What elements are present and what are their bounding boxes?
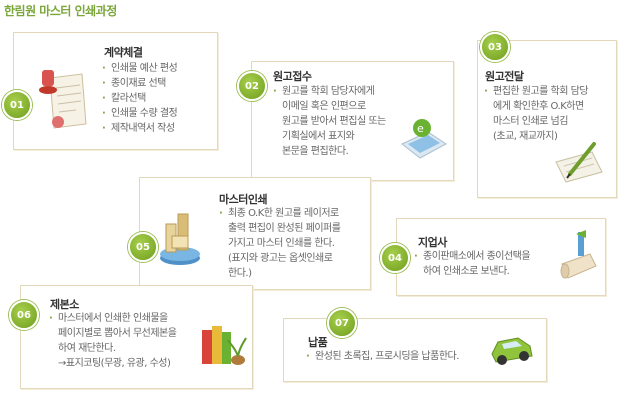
- step-badge-01: 01: [2, 90, 32, 120]
- svg-text:e: e: [417, 122, 424, 135]
- list-item: 하여 인쇄소로 보낸다.: [423, 266, 510, 277]
- list-item: 에게 확인한후 O.K하면: [493, 101, 584, 112]
- step-badge-05: 05: [128, 232, 158, 262]
- list-item: 마스터 인쇄로 넘김: [493, 116, 568, 127]
- list-item: 인쇄물 수량 결정: [102, 106, 178, 121]
- list-item: 이메일 혹은 인편으로: [282, 101, 366, 112]
- step-items-02: 원고를 학회 담당자에게 이메일 혹은 인편으로 원고를 받아서 편집실 또는 …: [273, 84, 386, 159]
- list-item: 인쇄물 예산 편성: [102, 61, 178, 76]
- list-item: (초교, 재교까지): [493, 131, 558, 142]
- email-document-icon: e: [401, 119, 447, 159]
- step-title-03: 원고전달: [485, 70, 524, 83]
- list-item: 한다.): [228, 268, 252, 279]
- pen-document-icon: [555, 142, 603, 183]
- step-items-04: 종이판매소에서 종이선택을 하여 인쇄소로 보낸다.: [414, 249, 531, 279]
- step-title-02: 원고접수: [273, 70, 312, 83]
- step-badge-07: 07: [327, 308, 357, 338]
- step-items-05: 최종 O.K한 원고를 레이저로 출력 편집이 완성된 페이퍼를 가지고 마스터…: [219, 206, 341, 281]
- step-items-01: 인쇄물 예산 편성 종이재료 선택 칼라선택 인쇄물 수량 결정 제작내역서 작…: [102, 61, 178, 136]
- list-item: 마스터에서 인쇄한 인쇄물을: [49, 311, 176, 326]
- list-item: 종이판매소에서 종이선택을: [414, 249, 531, 264]
- step-items-06: 마스터에서 인쇄한 인쇄물을 페이지별로 뽑아서 무선제본을 하여 재단한다. …: [49, 311, 177, 371]
- list-item: 페이지별로 뽑아서 무선제본을: [58, 328, 177, 339]
- list-item: 본문을 편집한다.: [282, 146, 349, 157]
- step-items-07: 완성된 초록집, 프로시딩을 납품한다.: [306, 349, 459, 364]
- books-icon: [202, 326, 247, 365]
- list-item: 원고를 학회 담당자에게: [273, 84, 386, 99]
- step-title-01: 계약체결: [104, 46, 143, 59]
- page-title: 한림원 마스터 인쇄과정: [4, 4, 117, 18]
- list-item: 완성된 초록집, 프로시딩을 납품한다.: [306, 349, 459, 364]
- step-items-03: 편집한 원고를 학회 담당 에게 확인한후 O.K하면 마스터 인쇄로 넘김 (…: [484, 84, 589, 144]
- step-badge-03: 03: [480, 32, 510, 62]
- list-item: 원고를 받아서 편집실 또는: [282, 116, 386, 127]
- contract-stamp-icon: [39, 70, 87, 129]
- step-title-05: 마스터인쇄: [219, 193, 268, 206]
- list-item: 편집한 원고를 학회 담당: [484, 84, 589, 99]
- list-item: →표지코팅(무광, 유광, 수성): [58, 358, 171, 369]
- list-item: 기획실에서 표지와: [282, 131, 355, 142]
- delivery-car-icon: [491, 337, 533, 365]
- step-badge-02: 02: [237, 71, 267, 101]
- list-item: 하여 재단한다.: [58, 343, 116, 354]
- list-item: 출력 편집이 완성된 페이퍼를: [228, 223, 341, 234]
- list-item: 종이재료 선택: [102, 76, 177, 91]
- paper-roll-icon: [560, 230, 597, 279]
- step-title-04: 지업사: [418, 236, 447, 249]
- list-item: 가지고 마스터 인쇄를 한다.: [228, 238, 335, 249]
- list-item: (표지와 광고는 옵셋인쇄로: [228, 253, 333, 264]
- step-badge-06: 06: [9, 300, 39, 330]
- step-title-07: 납품: [308, 336, 328, 349]
- printing-blocks-icon: [160, 213, 200, 265]
- list-item: 제작내역서 작성: [102, 121, 177, 136]
- step-badge-04: 04: [380, 243, 410, 273]
- list-item: 최종 O.K한 원고를 레이저로: [219, 206, 340, 221]
- step-title-06: 제본소: [50, 298, 79, 311]
- list-item: 칼라선택: [102, 91, 177, 106]
